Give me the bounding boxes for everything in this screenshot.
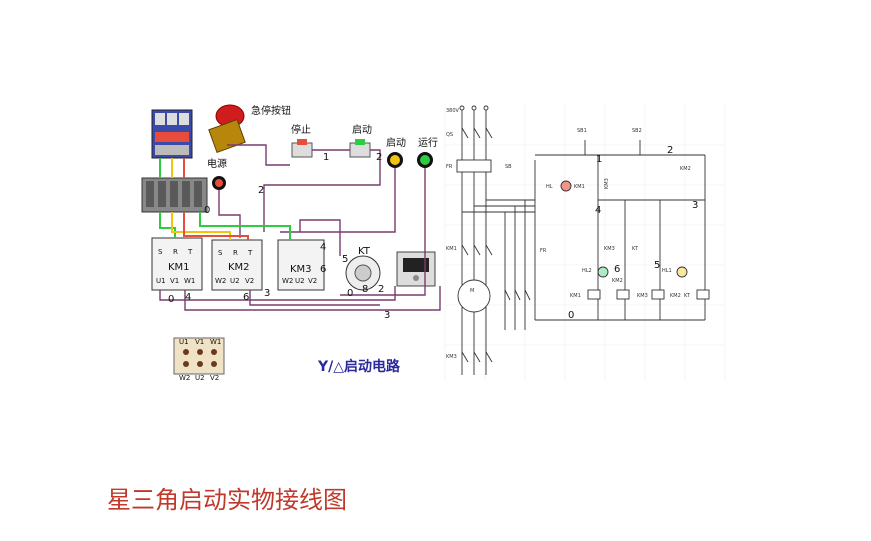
term-v2: V2 (210, 374, 219, 382)
node-0b: 0 (347, 288, 353, 299)
sch-km3-main: KM3 (446, 354, 457, 360)
node-3a: 3 (264, 288, 270, 299)
sch-n4: 4 (595, 205, 601, 216)
sch-n3: 3 (692, 200, 698, 211)
km2-u2: U2 (230, 277, 240, 285)
node-4b: 4 (185, 292, 191, 303)
start-lamp: 启动 (386, 136, 406, 168)
sch-km3-contact: KM3 (604, 246, 615, 252)
sch-sb2: SB2 (632, 128, 642, 134)
sch-km2-lamp: KM2 (612, 278, 623, 284)
km2-w2: W2 (215, 277, 226, 285)
km2-v2: V2 (245, 277, 254, 285)
wires (159, 144, 441, 311)
sch-hl2: HL2 (582, 268, 592, 274)
km3-label: KM3 (290, 264, 312, 275)
km1-label: KM1 (168, 262, 190, 273)
power-indicator (212, 176, 226, 190)
node-0c: 0 (168, 294, 174, 305)
page-title: 星三角启动实物接线图 (107, 486, 347, 514)
node-1: 1 (323, 152, 329, 163)
km3-v2: V2 (308, 277, 317, 285)
start-label: 启动 (352, 123, 372, 136)
sch-hl: HL (546, 184, 553, 190)
sch-fr-contact: FR (540, 248, 547, 254)
sch-km1-main: KM1 (446, 246, 457, 252)
sch-n0: 0 (568, 310, 574, 321)
km1-t: T (187, 248, 193, 256)
kt-relay-socket: KT (345, 246, 381, 291)
km3-w2: W2 (282, 277, 293, 285)
run-lamp: 运行 (417, 136, 438, 168)
motor-terminal-block: U1 V1 W1 W2 U2 V2 (173, 337, 225, 382)
km1-r: R (173, 248, 178, 256)
km1-u1: U1 (156, 277, 166, 285)
term-v1: V1 (195, 338, 204, 346)
sch-n2: 2 (667, 145, 673, 156)
sch-n5: 5 (654, 260, 660, 271)
contactor-km3: KM3 W2 U2 V2 (277, 239, 325, 291)
schematic (444, 105, 726, 380)
stop-button: 停止 (291, 123, 313, 158)
power-label: 电源 (207, 157, 227, 170)
node-5: 5 (342, 254, 348, 265)
timer-unit (396, 251, 436, 287)
terminal-rail (141, 177, 208, 213)
sch-km2-contact: KM2 (680, 166, 691, 172)
node-2a: 2 (376, 152, 382, 163)
physical-wiring: 急停按钮 电源 停止 启动 (141, 104, 441, 382)
node-2b: 2 (258, 185, 264, 196)
sch-motor: M (470, 288, 474, 294)
sch-supply: 380V (446, 108, 460, 114)
node-4a: 4 (320, 242, 326, 253)
sch-km1-coil: KM1 (570, 293, 581, 299)
sch-hl1: HL1 (662, 268, 672, 274)
sch-km2-coil: KM2 (670, 293, 681, 299)
km1-w1: W1 (184, 277, 195, 285)
node-8: 8 (362, 284, 368, 295)
km1-v1: V1 (170, 277, 179, 285)
sch-n6: 6 (614, 264, 620, 275)
stop-label: 停止 (291, 123, 311, 136)
sch-qs: QS (446, 132, 453, 138)
sch-kt-contact: KT (632, 246, 639, 252)
km2-s: S (218, 249, 223, 257)
km2-label: KM2 (228, 262, 250, 273)
emergency-stop-button: 急停按钮 (208, 104, 291, 154)
kt-label: KT (358, 246, 371, 257)
km3-u2: U2 (295, 277, 305, 285)
km1-s: S (158, 248, 163, 256)
start-lamp-label: 启动 (386, 136, 406, 149)
km2-r: R (233, 249, 238, 257)
schematic-labels: 380V QS FR SB SB1 SB2 KM1 KM3 M HL KM1 H… (446, 108, 698, 360)
schematic-grid (444, 105, 726, 380)
node-3b: 3 (384, 310, 390, 321)
run-lamp-label: 运行 (418, 136, 438, 149)
estop-label: 急停按钮 (251, 104, 291, 117)
sch-km3-coil: KM3 (637, 293, 648, 299)
contactor-km1: S R T KM1 U1 V1 W1 (151, 237, 203, 291)
sch-n1: 1 (596, 154, 602, 165)
node-6b: 6 (243, 292, 249, 303)
circuit-caption: Y/△启动电路 (317, 358, 401, 375)
sch-km1-lamp: KM1 (574, 184, 585, 190)
km2-t: T (247, 249, 253, 257)
node-2c: 2 (378, 284, 384, 295)
node-0a: 0 (204, 205, 210, 216)
term-u2: U2 (195, 374, 205, 382)
sch-km3-top: KM3 (604, 178, 610, 189)
sch-sb: SB (505, 164, 512, 170)
term-w2: W2 (179, 374, 190, 382)
sch-fr: FR (446, 164, 453, 170)
start-button: 启动 (349, 123, 372, 158)
term-w1: W1 (210, 338, 221, 346)
sch-sb1: SB1 (577, 128, 587, 134)
circuit-breaker (151, 109, 193, 159)
node-6a: 6 (320, 264, 326, 275)
term-u1: U1 (179, 338, 189, 346)
contactor-km2: S R T KM2 W2 U2 V2 (211, 239, 263, 291)
sch-kt-coil: KT (684, 293, 691, 299)
